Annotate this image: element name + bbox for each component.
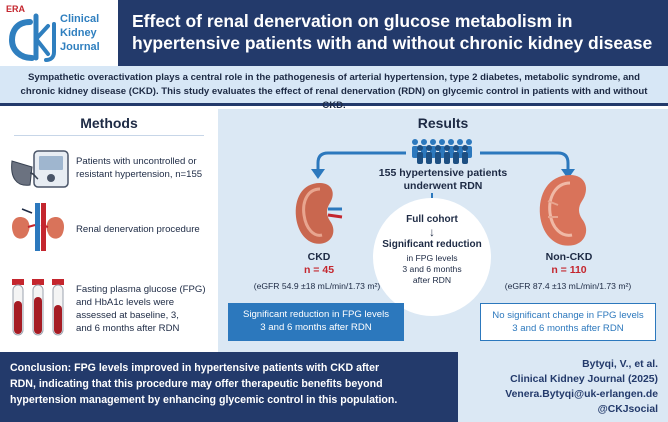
patients-label: 155 hypertensive patients underwent RDN: [358, 167, 528, 193]
methods-item-line: and HbA1c levels were: [76, 297, 175, 308]
citation-authors: Bytyqi, V., et al.: [582, 359, 658, 370]
conclusion-line: RDN, indicating that this procedure may …: [10, 378, 383, 390]
title-line: Effect of renal denervation on glucose m…: [132, 11, 573, 31]
methods-item-line: Patients with uncontrolled or: [76, 156, 197, 167]
ckj-logo-icon: [8, 13, 56, 62]
citation-email[interactable]: Venera.Bytyqi@uk-erlangen.de: [505, 389, 658, 400]
non-ckd-finding-line: 3 and 6 months after RDN: [512, 323, 624, 334]
arrow-down-icon: ↓: [429, 225, 435, 239]
ckd-finding-line: 3 and 6 months after RDN: [260, 322, 372, 333]
footer: Conclusion: FPG levels improved in hyper…: [0, 352, 668, 422]
ckd-label: CKD n = 45: [274, 251, 364, 277]
non-ckd-finding-box: No significant change in FPG levels 3 an…: [480, 303, 656, 341]
non-ckd-kidney-icon: [539, 175, 587, 246]
ckd-egfr: (eGFR 54.9 ±18 mL/min/1.73 m²): [253, 281, 381, 291]
methods-item-measurement: Fasting plasma glucose (FPG) and HbA1c l…: [76, 283, 216, 335]
non-ckd-count: n = 110: [551, 264, 587, 276]
citation-journal: Clinical Kidney Journal (2025): [510, 374, 658, 385]
cohort-detail: in FPG levels 3 and 6 months after RDN: [373, 253, 491, 286]
methods-item-line: Renal denervation procedure: [76, 224, 200, 235]
cohort-finding: Significant reduction: [382, 239, 482, 250]
cohort-head: Full cohort: [406, 214, 458, 225]
citation-social[interactable]: @CKJsocial: [597, 404, 658, 415]
ckd-finding-box: Significant reduction in FPG levels 3 an…: [228, 303, 404, 341]
era-logo-text: ERA: [6, 4, 26, 14]
full-cohort-circle: Full cohort ↓ Significant reduction in F…: [373, 198, 491, 316]
divider: [14, 135, 204, 136]
title-line: hypertensive patients with and without c…: [132, 33, 653, 53]
methods-item-patients: Patients with uncontrolled or resistant …: [76, 155, 216, 181]
cohort-detail-line: 3 and 6 months: [402, 264, 462, 274]
intro-banner: Sympathetic overactivation plays a centr…: [0, 66, 668, 111]
methods-item-line: assessed at baseline, 3,: [76, 310, 179, 321]
patients-line: underwent RDN: [403, 180, 483, 192]
ckd-finding-line: Significant reduction in FPG levels: [242, 309, 390, 320]
intro-text: Sympathetic overactivation plays a centr…: [20, 72, 648, 111]
non-ckd-label: Non-CKD n = 110: [524, 251, 614, 277]
results-panel: Results 155 hypertensive patients: [218, 109, 668, 352]
ckd-count: n = 45: [303, 264, 335, 276]
ckd-kidney-icon: [295, 183, 343, 244]
logo-word: Journal: [60, 41, 100, 53]
citation-box: Bytyqi, V., et al. Clinical Kidney Journ…: [458, 352, 668, 422]
results-title: Results: [417, 115, 469, 131]
logo-wordmark: Clinical Kidney Journal: [60, 12, 100, 54]
flow-arrows-icon: [311, 151, 575, 198]
methods-item-line: and 6 months after RDN: [76, 323, 180, 334]
blood-pressure-monitor-icon: [11, 150, 69, 188]
logo-word: Clinical: [60, 13, 100, 25]
conclusion-text: Conclusion: FPG levels improved in hyper…: [10, 360, 450, 408]
conclusion-line: hypertension management by enhancing gly…: [10, 394, 398, 406]
cohort-detail-line: after RDN: [412, 275, 452, 285]
cohort-detail-line: in FPG levels: [406, 253, 458, 263]
conclusion-line: Conclusion: FPG levels improved in hyper…: [10, 362, 380, 374]
non-ckd-egfr: (eGFR 87.4 ±13 mL/min/1.73 m²): [504, 281, 632, 291]
non-ckd-finding-line: No significant change in FPG levels: [492, 310, 644, 321]
methods-item-line: resistant hypertension, n=155: [76, 169, 203, 180]
methods-title: Methods: [80, 115, 138, 131]
patient-group-icon: [412, 139, 472, 164]
patients-line: 155 hypertensive patients: [378, 167, 508, 179]
methods-panel: Methods Patients with uncontrolled or re…: [0, 109, 218, 352]
page-title: Effect of renal denervation on glucose m…: [132, 10, 662, 54]
logo-word: Kidney: [60, 27, 97, 39]
methods-item-line: Fasting plasma glucose (FPG): [76, 284, 206, 295]
blood-tubes-icon: [12, 279, 64, 336]
methods-item-procedure: Renal denervation procedure: [76, 223, 216, 236]
non-ckd-label-line: Non-CKD: [545, 251, 593, 263]
kidney-catheter-icon: [12, 203, 64, 251]
header: ERA Clinical Kidney Journal Effect of re…: [0, 0, 668, 66]
journal-logo: ERA Clinical Kidney Journal: [0, 0, 118, 66]
ckd-label-line: CKD: [307, 251, 331, 263]
